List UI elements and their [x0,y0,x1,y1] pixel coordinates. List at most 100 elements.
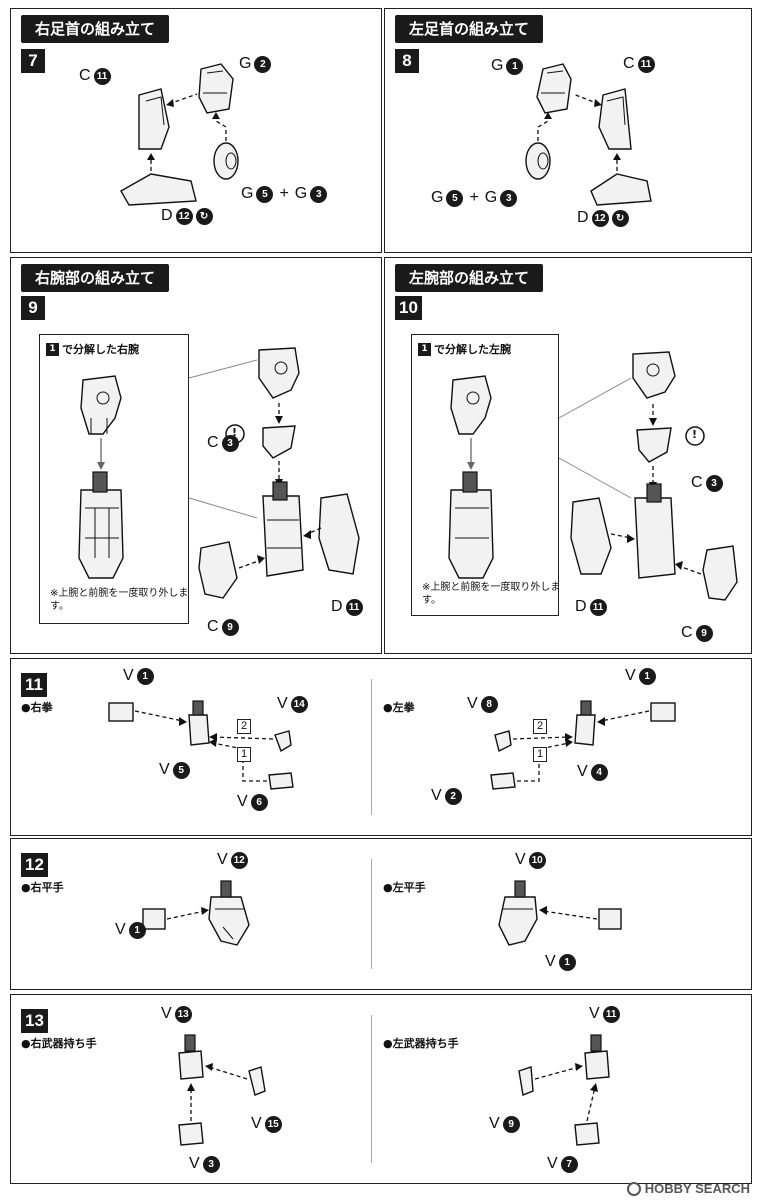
caution-mark: ! [692,428,698,441]
forearm-part [262,495,304,577]
step-number: 11 [21,673,47,697]
left-open-hand-label: ●左平手 [383,881,426,894]
order-tag-1: 1 [533,747,547,762]
right-fist-label: ●右拳 [21,701,53,714]
order-tag-1: 1 [237,747,251,762]
weapon-hand-diagram [178,1034,610,1146]
step-number: 9 [21,296,45,320]
swirl-icon: ↻ [611,209,629,227]
forearm-armor-part [318,493,360,575]
divider [371,859,372,969]
step-number: 8 [395,49,419,73]
foot-part [590,173,652,206]
thumb-part [274,730,292,753]
hand-cover-part [598,908,622,930]
hand-cover-part [650,702,676,722]
hand-cover-part [108,702,134,722]
forearm-part [634,497,676,579]
weapon-hand-core-part [584,1050,610,1080]
thumb-part [494,730,512,753]
watermark-text: HOBBY SEARCH [644,1181,750,1196]
right-open-hand-label: ●右平手 [21,881,64,894]
step-number: 7 [21,49,45,73]
right-ankle-diagram [120,63,239,206]
hand-cover-part [142,908,166,930]
collar-c3-part [636,427,672,463]
divider [371,1015,372,1163]
left-weapon-hand-label: ●左武器持ち手 [383,1037,459,1050]
foot-part [120,173,197,206]
section-title: 左足首の組み立て [395,15,544,43]
collar-c3-part [262,425,296,459]
left-fist-label: ●左拳 [383,701,415,714]
hand-guard-part [198,541,238,599]
step-number: 12 [21,853,48,877]
section-title: 右腕部の組み立て [21,264,170,292]
open-hand-diagram [142,880,622,946]
divider [371,679,372,815]
exclamation-circle-icon [685,426,705,446]
thumb-part [248,1066,266,1096]
step-number: 10 [395,296,422,320]
ankle-joint-part [198,63,234,114]
right-arm-diagram [78,347,360,599]
reference-note: ※上腕と前腕を一度取り外します。 [50,588,189,612]
swirl-icon: ↻ [195,207,213,225]
thumb-part [518,1066,534,1096]
reference-note: ※上腕と前腕を一度取り外します。 [422,582,561,606]
upper-arm-part [450,375,492,435]
fist-diagram [108,700,676,790]
left-arm-diagram [448,351,738,601]
open-hand-part [208,896,250,946]
forearm-joint [92,471,108,493]
finger-part [268,772,294,790]
forearm-part [78,489,124,579]
section-title: 左腕部の組み立て [395,264,544,292]
order-tag-2: 2 [533,719,547,734]
upper-arm-part [80,375,122,435]
fist-core-part [188,714,210,746]
section-title: 右足首の組み立て [21,15,170,43]
fist-core-part [574,714,596,746]
hobby-search-logo [626,1181,641,1196]
ankle-joint-part [536,63,572,114]
